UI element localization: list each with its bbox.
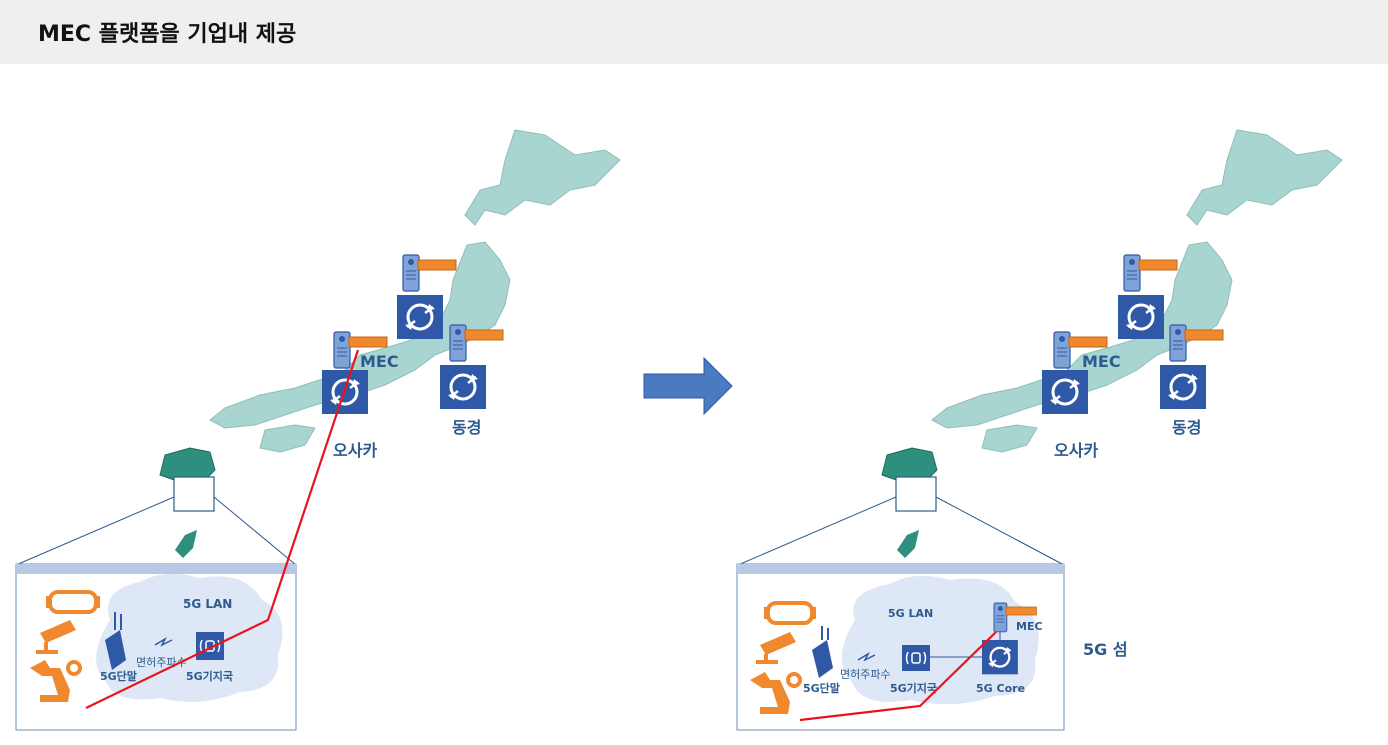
left-router-icon [395, 293, 445, 341]
right-server-icon [1123, 254, 1178, 292]
right-core-label: 5G Core [976, 682, 1025, 695]
left-red-path [85, 349, 360, 709]
right-red-path [799, 631, 997, 722]
left-router-icon [438, 363, 488, 411]
base-station-icon [196, 632, 224, 660]
right-lan-label: 5G LAN [888, 607, 933, 620]
right-router-icon [1040, 368, 1090, 416]
robot-arm-icon [30, 660, 82, 702]
left-tokyo-label: 동경 [452, 418, 481, 437]
right-osaka-label: 오사카 [1054, 441, 1098, 460]
right-server-icon [1169, 324, 1224, 362]
left-server-icon [449, 324, 504, 362]
vr-headset-icon [46, 590, 100, 614]
right-arrow-icon [643, 356, 733, 416]
right-mec-label: MEC [1082, 352, 1121, 371]
left-base-label: 5G기지국 [186, 669, 233, 683]
right-base-label: 5G기지국 [890, 681, 937, 695]
right-router-icon [1116, 293, 1166, 341]
right-core-router-icon [980, 638, 1020, 676]
left-osaka-label: 오사카 [333, 441, 377, 460]
left-japan-map [159, 129, 621, 559]
right-freq-label: 면허주파수 [840, 668, 891, 681]
left-cloud [96, 573, 283, 702]
island-label: 5G 섬 [1083, 640, 1128, 659]
right-mec-small-label: MEC [1016, 620, 1043, 633]
cellphone-icon [105, 612, 126, 670]
robot-arm-icon [750, 672, 802, 714]
page-title: MEC 플랫폼을 기업내 제공 [38, 22, 297, 47]
cctv-camera-icon [756, 632, 796, 664]
cctv-camera-icon [36, 620, 76, 654]
left-zoom-box [173, 476, 215, 512]
header-bar: MEC 플랫폼을 기업내 제공 [0, 0, 1388, 64]
base-station-icon [902, 645, 930, 671]
right-terminal-label: 5G단말 [803, 681, 840, 695]
cellphone-icon [812, 626, 833, 678]
left-terminal-label: 5G단말 [100, 669, 137, 683]
lightning-icon [857, 652, 876, 662]
vr-headset-icon [764, 601, 816, 625]
left-server-icon [402, 254, 457, 292]
left-mec-label: MEC [360, 352, 399, 371]
right-router-icon [1158, 363, 1208, 411]
right-zoom-box [895, 476, 937, 512]
lightning-icon [154, 637, 173, 647]
right-tokyo-label: 동경 [1172, 418, 1201, 437]
right-japan-map [881, 129, 1343, 559]
left-lan-label: 5G LAN [183, 597, 232, 611]
